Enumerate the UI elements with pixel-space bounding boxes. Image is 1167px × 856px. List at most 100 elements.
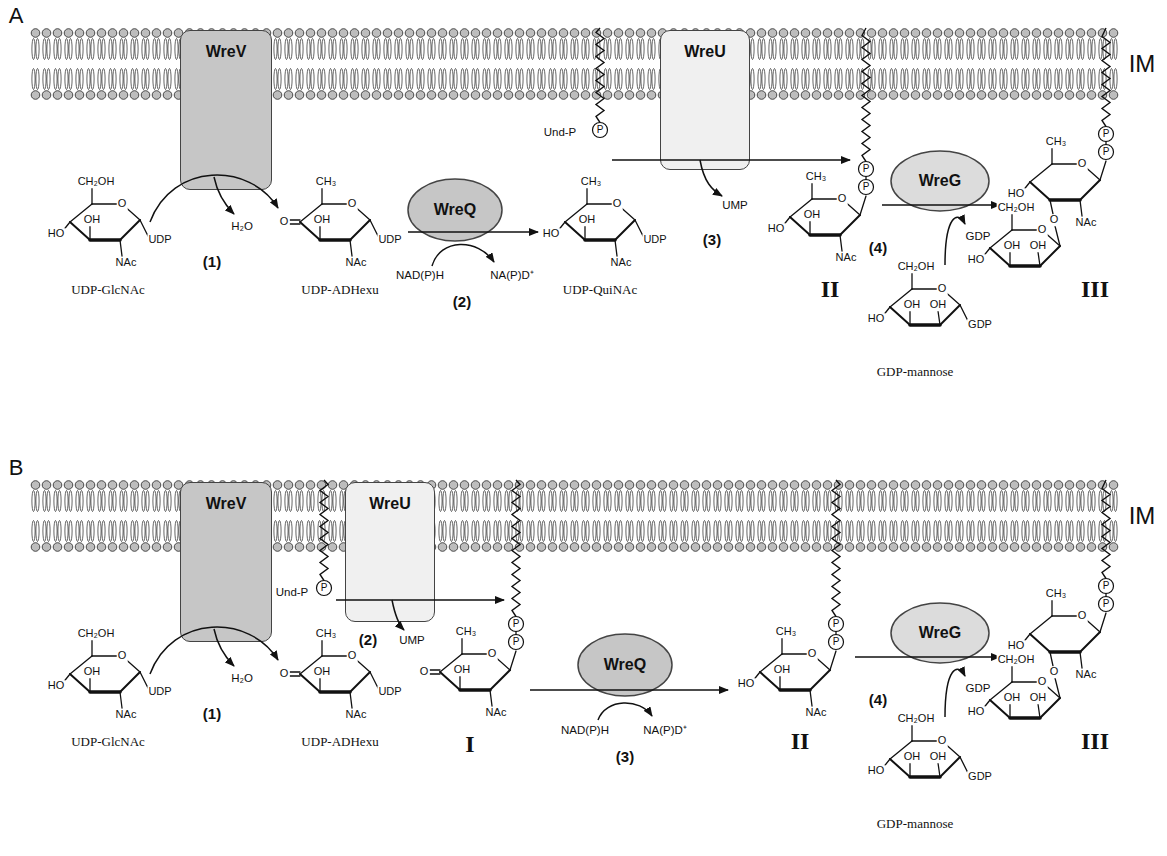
cofactor-label: UMP xyxy=(721,199,749,211)
step-number: (3) xyxy=(702,232,722,248)
cofactor-label: NA(P)D⁺ xyxy=(489,269,535,281)
compound-name: GDP-mannose xyxy=(876,817,955,831)
atom-label: CH₃ xyxy=(1045,588,1067,600)
step-number: (4) xyxy=(868,692,888,708)
bond-line xyxy=(1100,613,1106,632)
atom-label: CH₃ xyxy=(805,171,827,183)
bond-line xyxy=(350,672,370,692)
phosphate-circle xyxy=(317,581,332,596)
atom-label: OH xyxy=(1029,692,1048,704)
bond-line xyxy=(320,238,350,242)
bond-line xyxy=(290,671,300,672)
enzyme-name: WreV xyxy=(206,43,247,61)
cytoplasmic-enzyme: WreQ xyxy=(577,633,673,697)
bond-line xyxy=(459,676,460,690)
atom-label: O xyxy=(807,648,818,660)
atom-label: CH₃ xyxy=(315,628,337,640)
phosphate-label: P xyxy=(863,182,870,193)
undecaprenyl-chain xyxy=(1102,480,1110,579)
atom-label: HO xyxy=(47,680,66,692)
membrane-label: IM xyxy=(1128,503,1157,528)
atom-label: O xyxy=(419,666,430,678)
cofactor-arrow xyxy=(945,669,965,717)
atom-label: HO xyxy=(967,706,986,718)
bond-line xyxy=(911,725,912,741)
membrane-enzyme: WreU xyxy=(660,30,750,170)
bond-line xyxy=(91,640,92,656)
intermediate-number: I xyxy=(464,732,475,757)
undecaprenyl-chain xyxy=(832,480,840,617)
atom-label: O xyxy=(1049,214,1060,226)
bond-line xyxy=(1010,264,1040,268)
phosphate-label: P xyxy=(597,125,604,136)
bond-line xyxy=(1105,142,1106,145)
bond-line xyxy=(909,763,910,777)
bond-line xyxy=(780,688,810,692)
bond-line xyxy=(120,240,122,256)
phosphate-circle xyxy=(829,635,844,650)
bond-line xyxy=(1011,214,1012,230)
atom-label: CH₃ xyxy=(580,176,602,188)
atom-label: HO xyxy=(967,254,986,266)
membrane-label: IM xyxy=(1128,51,1157,76)
cofactor-label: GDP xyxy=(965,230,992,242)
bond-line xyxy=(90,690,120,694)
atom-label: OH xyxy=(83,666,102,678)
atom-label: O xyxy=(117,198,128,210)
atom-label: OH xyxy=(1003,240,1022,252)
compound-name: UDP-GlcNAc xyxy=(70,283,146,297)
atom-label: OH xyxy=(1003,692,1022,704)
bond-line xyxy=(1080,180,1100,200)
enzyme-name: WreU xyxy=(369,495,411,513)
cofactor-arrow xyxy=(945,217,965,265)
atom-label: CH₃ xyxy=(315,176,337,188)
atom-label: HO xyxy=(542,228,561,240)
cofactor-label: H₂O xyxy=(230,220,254,232)
atom-label: CH₂OH xyxy=(897,261,936,273)
bond-line xyxy=(1050,200,1053,214)
atom-label: O xyxy=(937,283,948,295)
atom-label: O xyxy=(1077,158,1088,170)
compound-name: GDP-mannose xyxy=(876,365,955,379)
enzyme-ellipse xyxy=(408,179,502,241)
bond-line xyxy=(120,220,140,240)
enzyme-name: WreV xyxy=(206,495,247,513)
phosphate-label: P xyxy=(833,619,840,630)
enzyme-name: WreQ xyxy=(604,656,646,674)
atom-label: OH xyxy=(1029,240,1048,252)
atom-label: NAc xyxy=(805,707,828,719)
phosphate-circle xyxy=(509,617,524,632)
phosphate-circle xyxy=(593,123,608,138)
cofactor-label: NA(P)D⁺ xyxy=(642,724,688,736)
atom-label: O xyxy=(487,648,498,660)
bond-line xyxy=(321,188,322,204)
atom-label: O xyxy=(279,216,290,228)
step-number: (4) xyxy=(868,240,888,256)
atom-label: OH xyxy=(903,299,922,311)
atom-label: HO xyxy=(867,765,886,777)
compound-name: UDP-ADHexu xyxy=(300,735,379,749)
membrane-enzyme: WreV xyxy=(180,30,272,190)
atom-label: NAc xyxy=(115,257,138,269)
bond-line xyxy=(1051,148,1052,164)
atom-label: CH₃ xyxy=(455,626,477,638)
step-number: (1) xyxy=(202,706,222,722)
bond-line xyxy=(510,651,516,670)
phosphate-label: P xyxy=(321,583,328,594)
bond-line xyxy=(830,651,836,670)
atom-label: OH xyxy=(929,299,948,311)
atom-label: HO xyxy=(737,678,756,690)
bond-line xyxy=(1009,252,1010,266)
undecaprenyl-chain xyxy=(320,480,328,581)
bond-line xyxy=(1080,652,1082,668)
atom-label: CH₃ xyxy=(775,626,797,638)
phosphate-label: P xyxy=(513,637,520,648)
atom-label: O xyxy=(279,668,290,680)
atom-label: O xyxy=(837,193,848,205)
bond-line xyxy=(1038,252,1040,266)
bond-line xyxy=(781,638,782,654)
bond-line xyxy=(430,673,440,674)
bond-line xyxy=(1030,616,1052,634)
bond-line xyxy=(290,219,300,220)
bond-line xyxy=(120,692,122,708)
